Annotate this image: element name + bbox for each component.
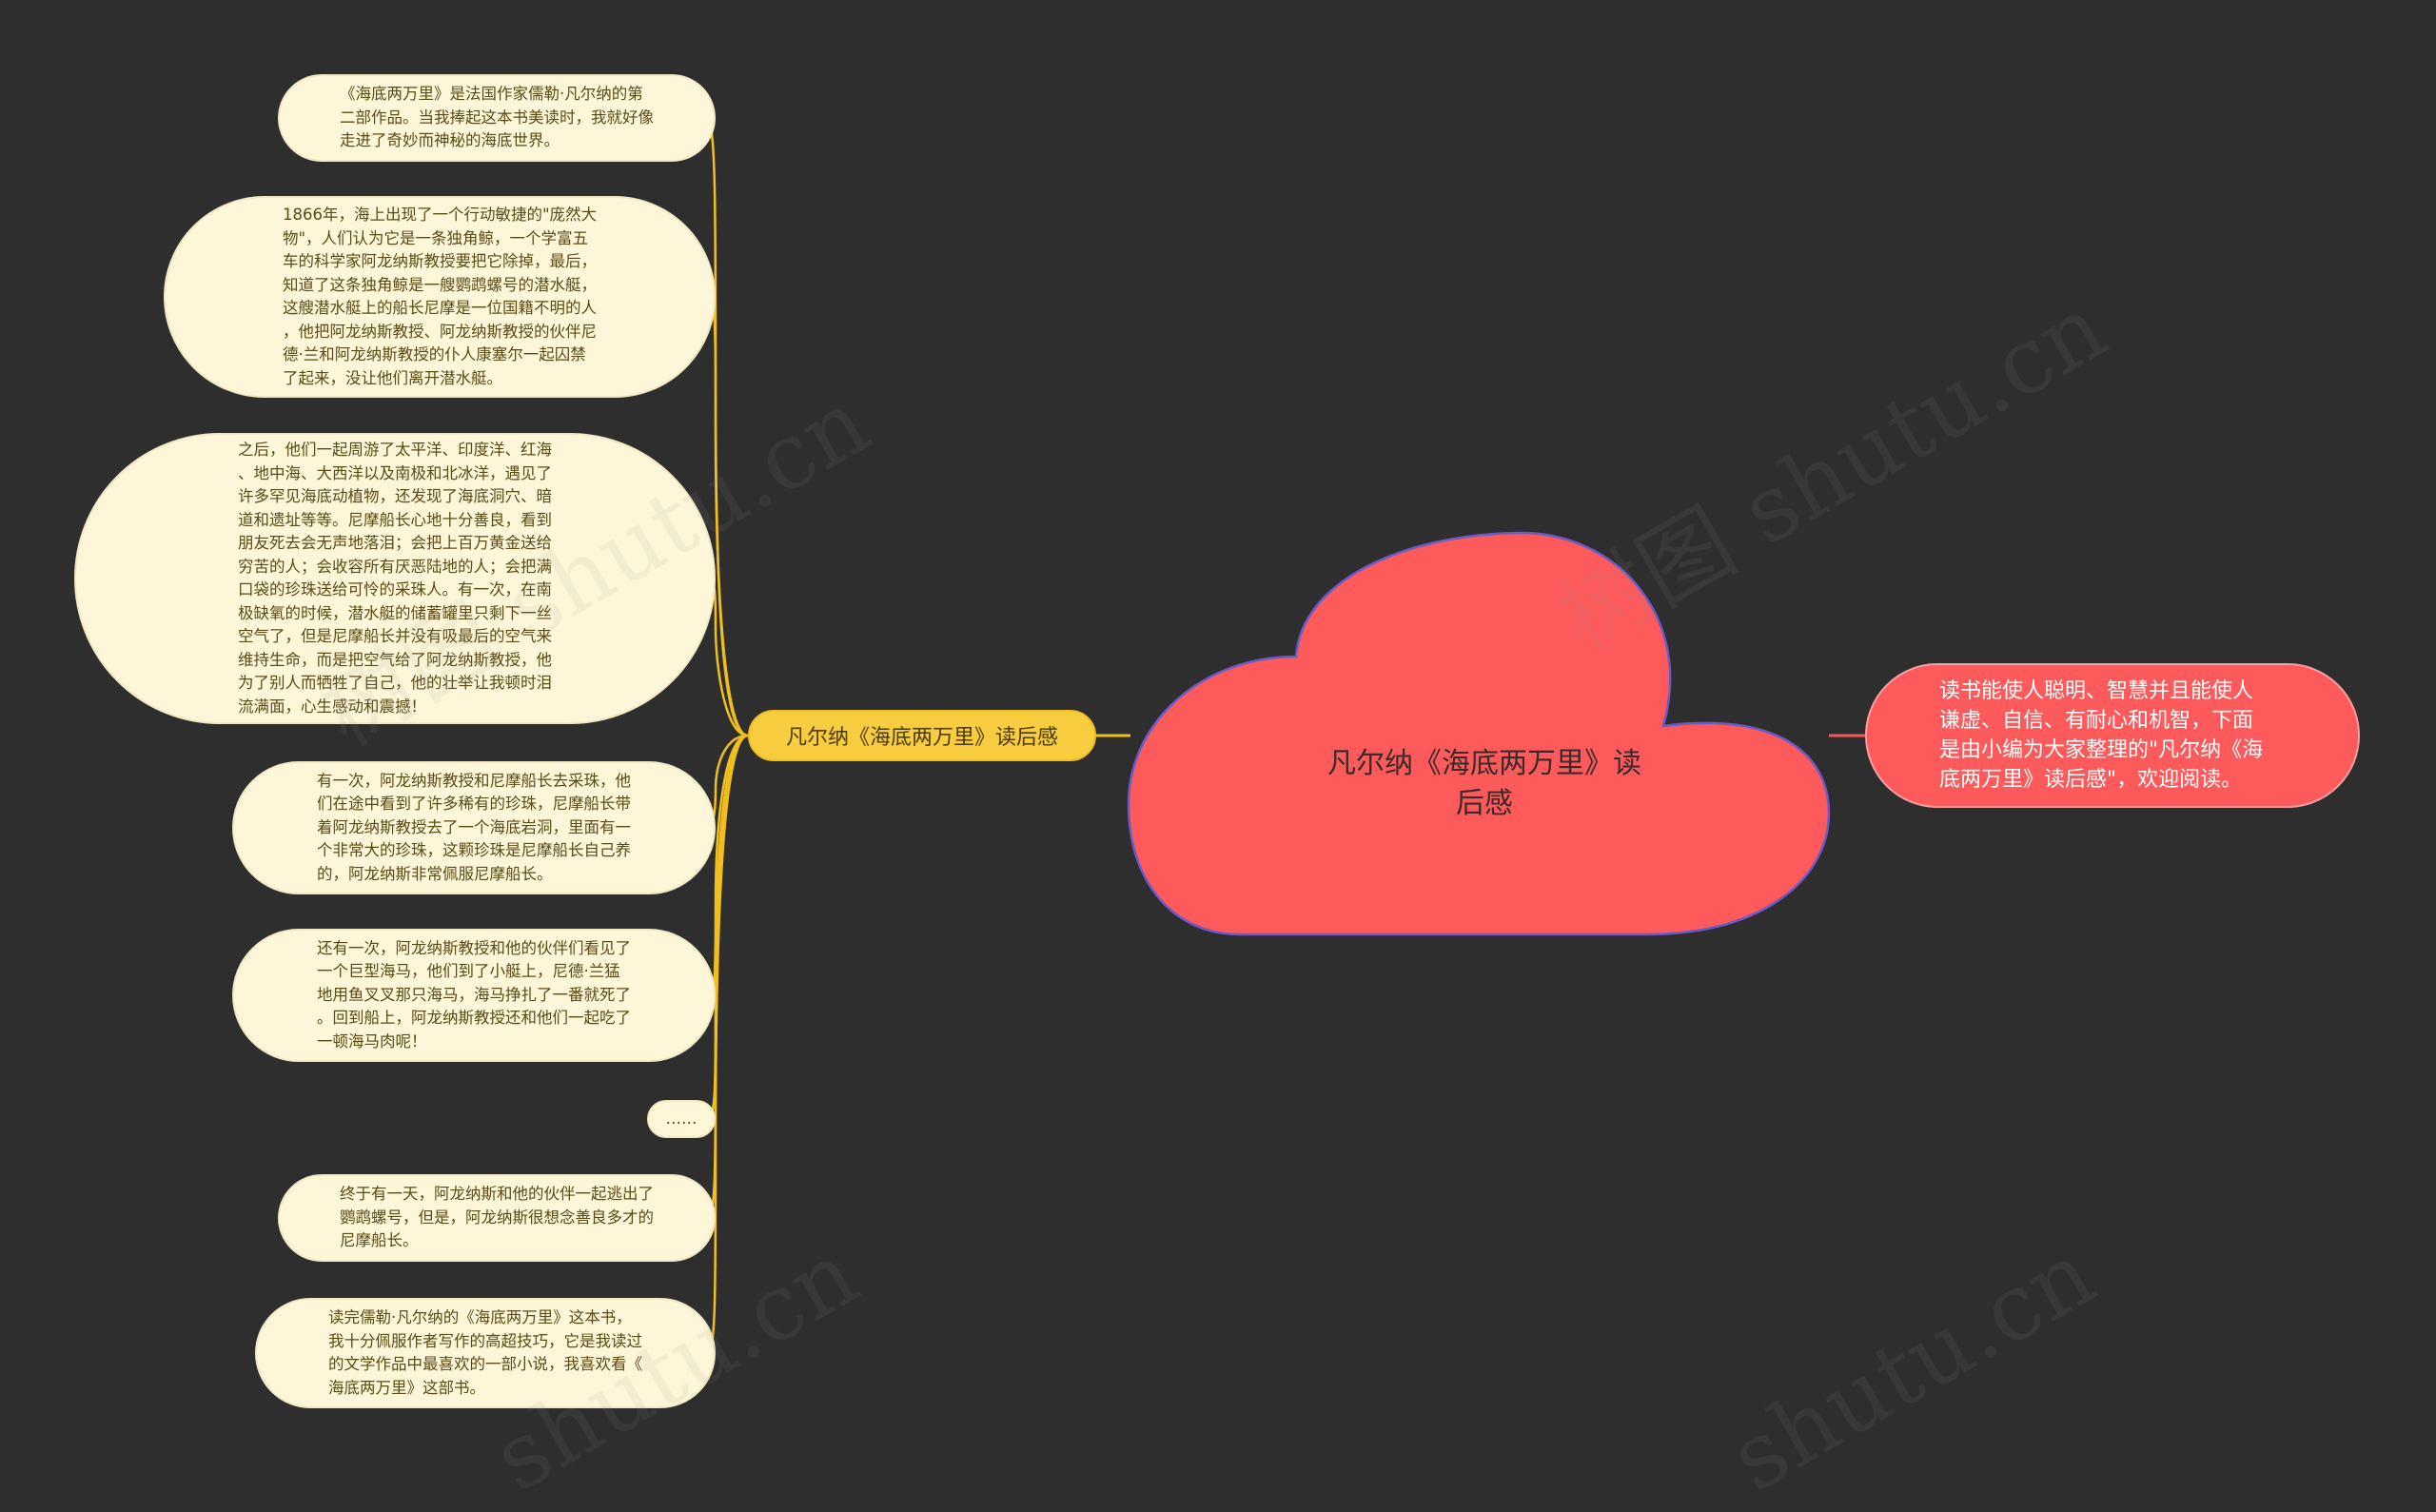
- leaf-connectors: [705, 116, 749, 1355]
- summary-text: 读书能使人聪明、智慧并且能使人 谦虚、自信、有耐心和机智，下面 是由小编为大家整…: [1939, 679, 2264, 792]
- leaf-text-7: 终于有一天，阿龙纳斯和他的伙伴一起逃出了 鹦鹉螺号，但是，阿龙纳斯很想念善良多才…: [340, 1185, 654, 1250]
- leaf-text-2: 1866年，海上出现了一个行动敏捷的"庞然大 物"，人们认为它是一条独角鲸，一个…: [282, 206, 598, 387]
- leaf-text-3: 之后，他们一起周游了太平洋、印度洋、红海 、地中海、大西洋以及南极和北冰洋，遇见…: [238, 441, 552, 716]
- branch-node[interactable]: 凡尔纳《海底两万里》读后感: [748, 710, 1096, 761]
- leaf-node-2[interactable]: 1866年，海上出现了一个行动敏捷的"庞然大 物"，人们认为它是一条独角鲸，一个…: [164, 196, 716, 398]
- leaf-text-4: 有一次，阿龙纳斯教授和尼摩船长去采珠，他 们在途中看到了许多稀有的珍珠，尼摩船长…: [317, 771, 631, 883]
- leaf-node-7[interactable]: 终于有一天，阿龙纳斯和他的伙伴一起逃出了 鹦鹉螺号，但是，阿龙纳斯很想念善良多才…: [278, 1174, 716, 1262]
- leaf-node-1[interactable]: 《海底两万里》是法国作家儒勒·凡尔纳的第 二部作品。当我捧起这本书美读时，我就好…: [278, 74, 716, 162]
- leaf-text-1: 《海底两万里》是法国作家儒勒·凡尔纳的第 二部作品。当我捧起这本书美读时，我就好…: [340, 85, 654, 150]
- leaf-node-3[interactable]: 之后，他们一起周游了太平洋、印度洋、红海 、地中海、大西洋以及南极和北冰洋，遇见…: [74, 433, 716, 724]
- leaf-node-8[interactable]: 读完儒勒·凡尔纳的《海底两万里》这本书， 我十分佩服作者写作的高超技巧，它是我读…: [255, 1298, 716, 1408]
- leaf-text-8: 读完儒勒·凡尔纳的《海底两万里》这本书， 我十分佩服作者写作的高超技巧，它是我读…: [328, 1308, 642, 1397]
- root-title: 凡尔纳《海底两万里》读 后感: [1327, 747, 1641, 820]
- leaf-node-6[interactable]: ……: [647, 1100, 716, 1138]
- branch-label: 凡尔纳《海底两万里》读后感: [785, 726, 1058, 750]
- leaf-text-6: ……: [665, 1109, 697, 1128]
- summary-node[interactable]: 读书能使人聪明、智慧并且能使人 谦虚、自信、有耐心和机智，下面 是由小编为大家整…: [1865, 663, 2360, 808]
- leaf-node-4[interactable]: 有一次，阿龙纳斯教授和尼摩船长去采珠，他 们在途中看到了许多稀有的珍珠，尼摩船长…: [232, 761, 716, 894]
- root-cloud-shape[interactable]: [1127, 531, 1831, 936]
- leaf-text-5: 还有一次，阿龙纳斯教授和他的伙伴们看见了 一个巨型海马，他们到了小艇上，尼德·兰…: [317, 938, 631, 1051]
- leaf-node-5[interactable]: 还有一次，阿龙纳斯教授和他的伙伴们看见了 一个巨型海马，他们到了小艇上，尼德·兰…: [232, 929, 716, 1062]
